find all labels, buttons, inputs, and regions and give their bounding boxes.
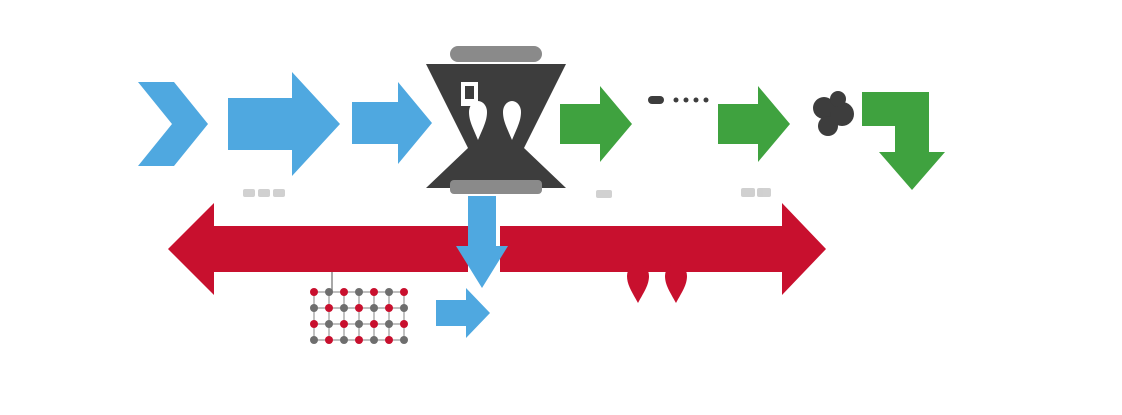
chain-dash [648, 96, 664, 104]
furnace-top-bar [450, 46, 542, 62]
cluster-particle [830, 91, 846, 107]
chain-dot [693, 97, 699, 103]
crucible-droplet-left [469, 101, 487, 140]
lattice-atom [325, 336, 333, 344]
lattice-atom [385, 336, 393, 344]
cluster-particle [813, 97, 835, 119]
lattice-atom [310, 320, 318, 328]
lattice-atom [340, 320, 348, 328]
caption-mark [757, 188, 771, 197]
lattice-atom [355, 320, 363, 328]
blue-arrow-2 [352, 82, 432, 164]
furnace-window [465, 86, 474, 99]
chain-dot [683, 97, 689, 103]
lattice-atom [385, 304, 393, 312]
caption-mark [596, 190, 612, 198]
caption-mark [273, 189, 285, 197]
lattice-atom [325, 304, 333, 312]
blue-chevron-arrow [138, 82, 208, 166]
lattice-atom [400, 288, 408, 296]
blue-arrow-small [436, 288, 490, 338]
lattice-atom [340, 288, 348, 296]
lattice-atom [385, 320, 393, 328]
lattice-atom [310, 288, 318, 296]
chain-dot [673, 97, 679, 103]
lattice-atom [355, 336, 363, 344]
crucible-droplet-right [503, 101, 521, 140]
green-arrow-1 [560, 86, 632, 162]
red-droplet [665, 264, 687, 303]
green-arrow-2 [718, 86, 790, 162]
lattice-atom [355, 304, 363, 312]
blue-arrow-1 [228, 72, 340, 176]
caption-mark [243, 189, 255, 197]
lattice-atom [370, 288, 378, 296]
lattice-atom [310, 304, 318, 312]
red-arrow-right [500, 203, 826, 295]
lattice-atom [400, 320, 408, 328]
caption-marks [243, 188, 771, 198]
furnace-icon [426, 46, 566, 194]
green-elbow-arrow-down [862, 92, 945, 190]
lattice-atom [370, 336, 378, 344]
lattice-atom [355, 288, 363, 296]
lattice-atom [340, 336, 348, 344]
blue-arrow-down [456, 196, 508, 288]
caption-mark [258, 189, 270, 197]
chain-dot [703, 97, 709, 103]
furnace-base-bar [450, 180, 542, 194]
lattice-atom [400, 304, 408, 312]
crystal-lattice [310, 288, 408, 344]
caption-mark [741, 188, 755, 197]
lattice-atom [385, 288, 393, 296]
lattice-atom [370, 320, 378, 328]
lattice-atom [325, 320, 333, 328]
lattice-atom [340, 304, 348, 312]
cluster-particle [818, 116, 838, 136]
lattice-atom [325, 288, 333, 296]
lattice-atom [310, 336, 318, 344]
red-droplets [627, 264, 687, 303]
red-droplet [627, 264, 649, 303]
lattice-atom [400, 336, 408, 344]
chain-ellipsis [648, 96, 709, 104]
furnace-body [426, 64, 566, 188]
red-arrow-left [168, 203, 468, 295]
lattice-atom [370, 304, 378, 312]
particle-cluster-icon [813, 91, 854, 136]
